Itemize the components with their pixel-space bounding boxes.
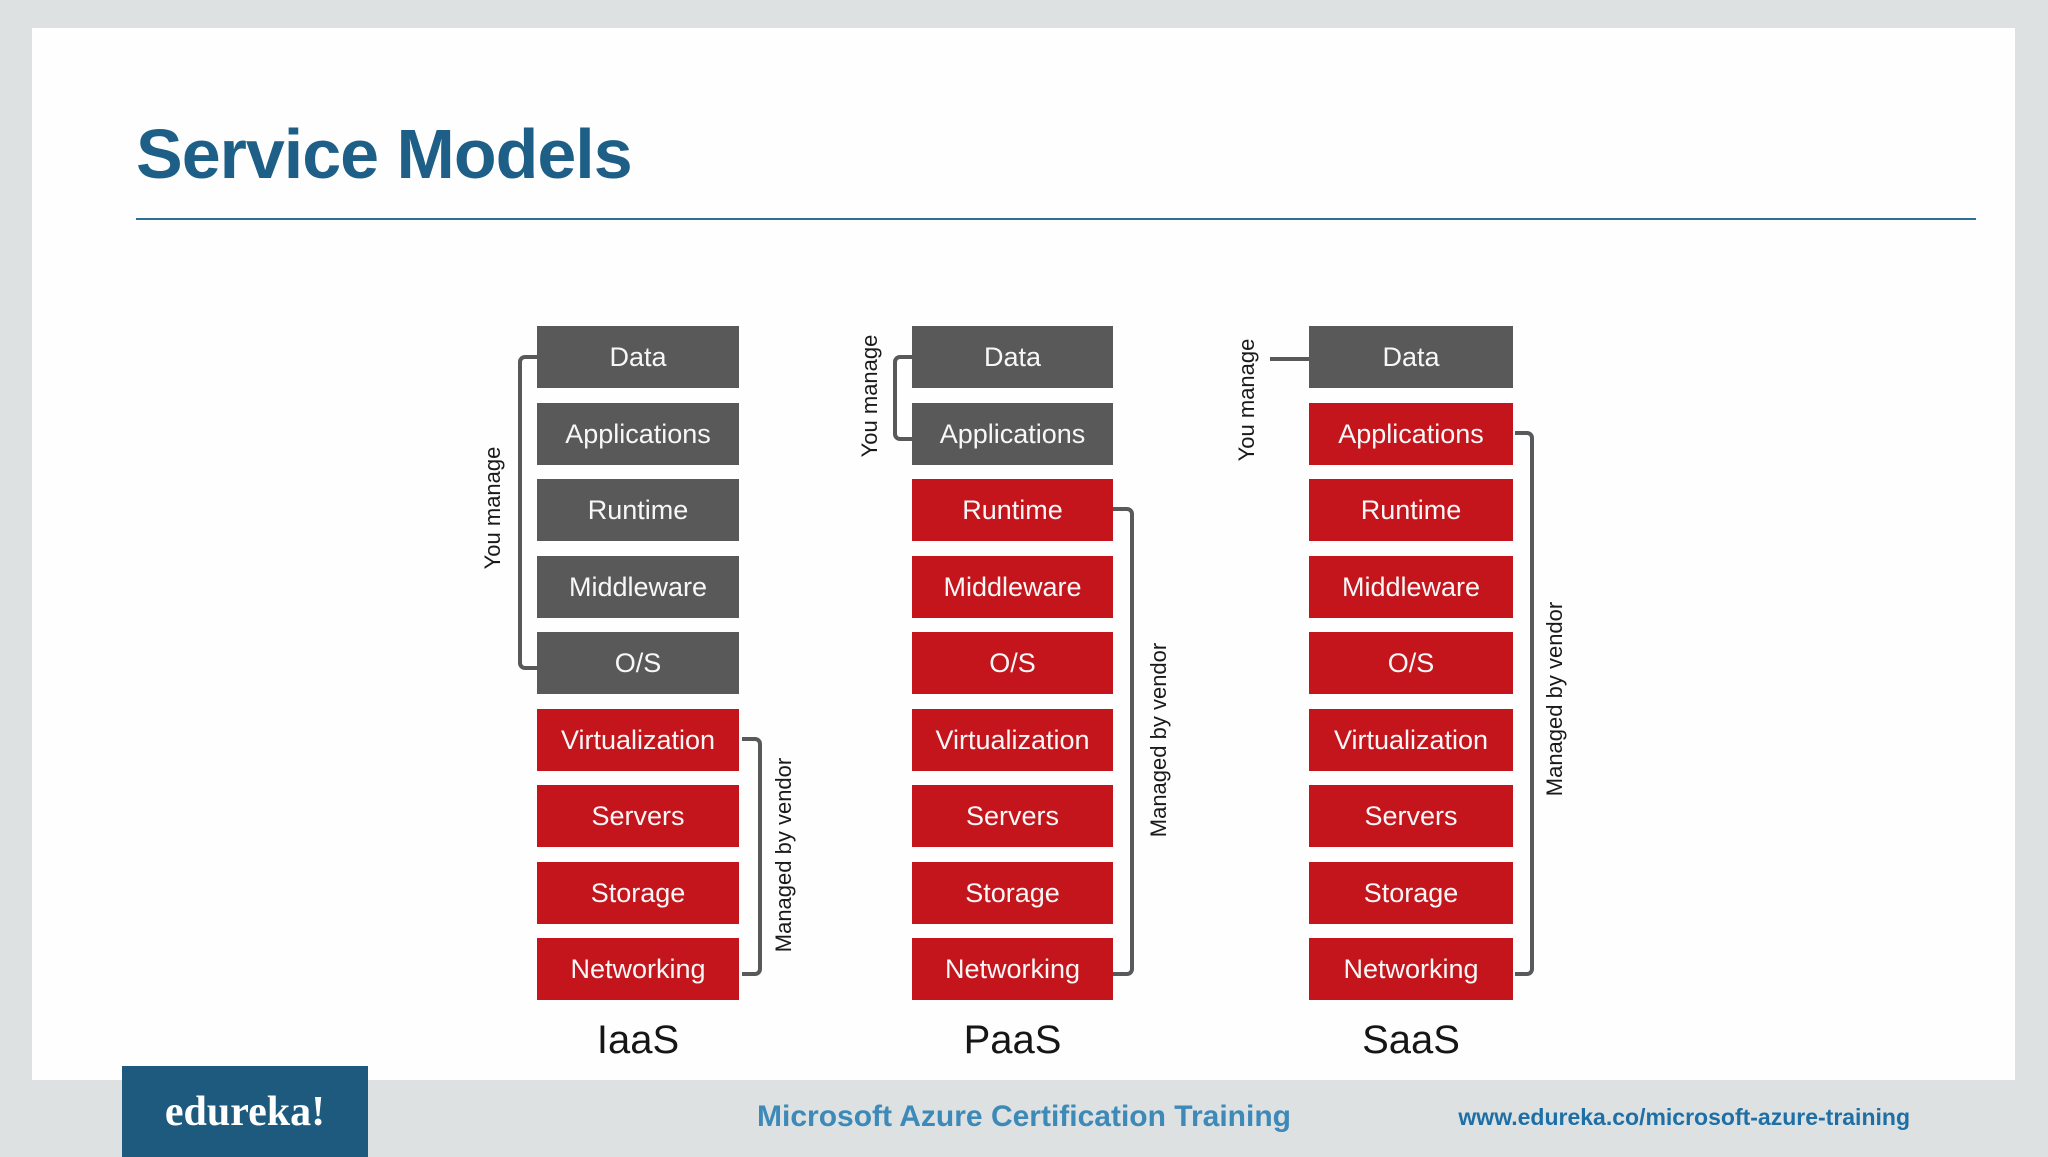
layer-label: Networking bbox=[944, 953, 1081, 984]
layer-label: Data bbox=[983, 341, 1042, 372]
iaas-you-manage-bracket bbox=[518, 355, 538, 670]
paas-vendor-label: Managed by vendor bbox=[1146, 642, 1171, 838]
edureka-logo: edureka! bbox=[122, 1066, 368, 1157]
footer-url: www.edureka.co/microsoft-azure-training bbox=[1458, 1104, 1910, 1130]
iaas-column-title: IaaS bbox=[596, 1018, 680, 1062]
paas-column-title: PaaS bbox=[963, 1018, 1062, 1062]
layer-label: Servers bbox=[1364, 800, 1458, 831]
layer-label: O/S bbox=[614, 647, 662, 678]
paas-layer-virtualization: Virtualization bbox=[912, 709, 1113, 771]
saas-layer-applications: Applications bbox=[1309, 403, 1513, 465]
layer-label: Servers bbox=[591, 800, 685, 831]
layer-label: Virtualization bbox=[560, 724, 716, 755]
layer-label: Runtime bbox=[1360, 494, 1462, 525]
layer-label: Data bbox=[1382, 341, 1440, 372]
saas-column-title: SaaS bbox=[1362, 1018, 1460, 1062]
paas-layer-networking: Networking bbox=[912, 938, 1113, 1000]
slide: Service Models Data Applications Runtime… bbox=[32, 28, 2015, 1080]
layer-label: Storage bbox=[590, 877, 686, 908]
iaas-layer-runtime: Runtime bbox=[537, 479, 739, 541]
paas-you-manage-bracket bbox=[893, 355, 914, 441]
iaas-layer-data: Data bbox=[537, 326, 739, 388]
iaas-layer-os: O/S bbox=[537, 632, 739, 694]
layer-label: Applications bbox=[565, 418, 711, 449]
iaas-vendor-label: Managed by vendor bbox=[771, 757, 796, 953]
saas-you-manage-line bbox=[1270, 357, 1310, 361]
title-underline bbox=[136, 218, 1976, 220]
saas-vendor-bracket bbox=[1515, 431, 1534, 976]
paas-layer-applications: Applications bbox=[912, 403, 1113, 465]
paas-layer-data: Data bbox=[912, 326, 1113, 388]
paas-layer-storage: Storage bbox=[912, 862, 1113, 924]
edureka-logo-text: edureka! bbox=[164, 1088, 326, 1135]
layer-label: Runtime bbox=[962, 494, 1063, 525]
layer-label: Networking bbox=[570, 953, 706, 984]
page-title: Service Models bbox=[136, 115, 633, 193]
saas-layer-virtualization: Virtualization bbox=[1309, 709, 1513, 771]
paas-layer-runtime: Runtime bbox=[912, 479, 1113, 541]
paas-layer-os: O/S bbox=[912, 632, 1113, 694]
saas-layer-networking: Networking bbox=[1309, 938, 1513, 1000]
layer-label: Applications bbox=[1338, 418, 1484, 449]
paas-you-manage-label: You manage bbox=[857, 334, 882, 458]
saas-layer-storage: Storage bbox=[1309, 862, 1513, 924]
layer-label: Servers bbox=[965, 800, 1060, 831]
layer-label: Virtualization bbox=[1333, 724, 1489, 755]
layer-label: Storage bbox=[1363, 877, 1459, 908]
layer-label: Runtime bbox=[587, 494, 689, 525]
iaas-layer-storage: Storage bbox=[537, 862, 739, 924]
saas-layer-runtime: Runtime bbox=[1309, 479, 1513, 541]
saas-you-manage-label: You manage bbox=[1234, 338, 1259, 462]
layer-label: Middleware bbox=[943, 571, 1082, 602]
saas-vendor-label: Managed by vendor bbox=[1542, 601, 1567, 797]
iaas-layer-virtualization: Virtualization bbox=[537, 709, 739, 771]
saas-layer-data: Data bbox=[1309, 326, 1513, 388]
iaas-layer-servers: Servers bbox=[537, 785, 739, 847]
layer-label: O/S bbox=[1387, 647, 1435, 678]
paas-vendor-bracket bbox=[1113, 507, 1134, 976]
iaas-layer-networking: Networking bbox=[537, 938, 739, 1000]
layer-label: Middleware bbox=[568, 571, 708, 602]
layer-label: Applications bbox=[939, 418, 1086, 449]
saas-layer-middleware: Middleware bbox=[1309, 556, 1513, 618]
iaas-you-manage-label: You manage bbox=[480, 446, 505, 570]
saas-layer-os: O/S bbox=[1309, 632, 1513, 694]
layer-label: Virtualization bbox=[935, 724, 1090, 755]
iaas-layer-applications: Applications bbox=[537, 403, 739, 465]
layer-label: Networking bbox=[1343, 953, 1479, 984]
footer-course-title: Microsoft Azure Certification Training bbox=[757, 1100, 1291, 1133]
layer-label: Data bbox=[609, 341, 667, 372]
saas-layer-servers: Servers bbox=[1309, 785, 1513, 847]
layer-label: O/S bbox=[989, 647, 1036, 678]
layer-label: Storage bbox=[965, 877, 1060, 908]
paas-layer-servers: Servers bbox=[912, 785, 1113, 847]
iaas-vendor-bracket bbox=[742, 737, 762, 976]
layer-label: Middleware bbox=[1341, 571, 1481, 602]
paas-layer-middleware: Middleware bbox=[912, 556, 1113, 618]
iaas-layer-middleware: Middleware bbox=[537, 556, 739, 618]
